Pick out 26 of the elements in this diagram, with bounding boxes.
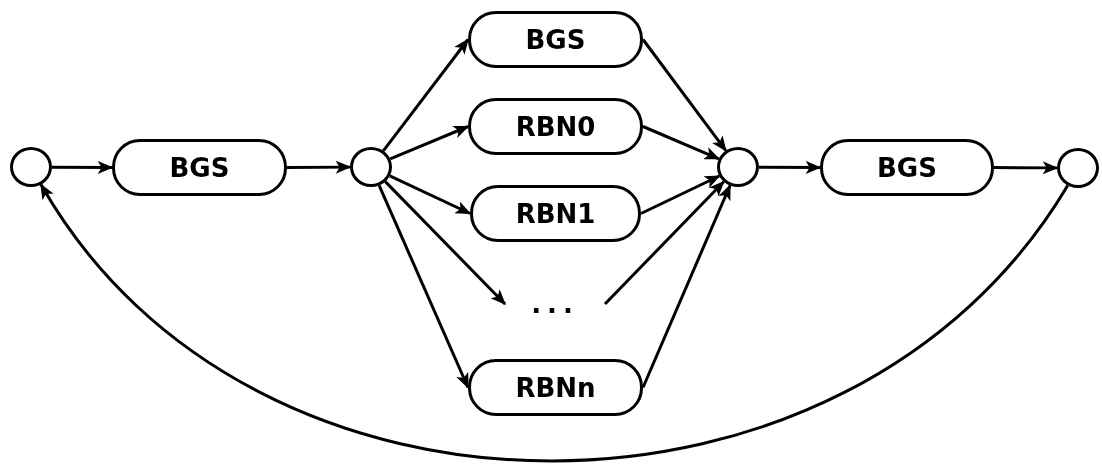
arrow [389, 174, 472, 215]
arrow [994, 161, 1059, 175]
arrow [641, 184, 732, 389]
state-circle [1057, 148, 1099, 188]
state-circle [10, 147, 52, 187]
arrow [39, 183, 1069, 463]
arrow [52, 160, 114, 174]
process-pill: RBN1 [470, 185, 641, 242]
arrow [641, 38, 728, 152]
arrow [384, 180, 507, 306]
state-circle [350, 147, 392, 187]
arrow [377, 184, 470, 389]
arrow [382, 38, 470, 152]
arrow [759, 160, 822, 174]
process-pill: BGS [468, 11, 643, 68]
process-pill: RBNn [468, 359, 643, 416]
process-pill: RBN0 [468, 98, 643, 155]
arrow [287, 160, 352, 174]
process-pill: BGS [820, 139, 994, 196]
arrow [642, 125, 721, 161]
arrow [389, 125, 470, 161]
arrow [603, 180, 725, 306]
arrow [640, 174, 721, 215]
state-circle [717, 147, 759, 187]
ellipsis-text: ... [505, 284, 605, 324]
process-pill: BGS [112, 139, 287, 196]
